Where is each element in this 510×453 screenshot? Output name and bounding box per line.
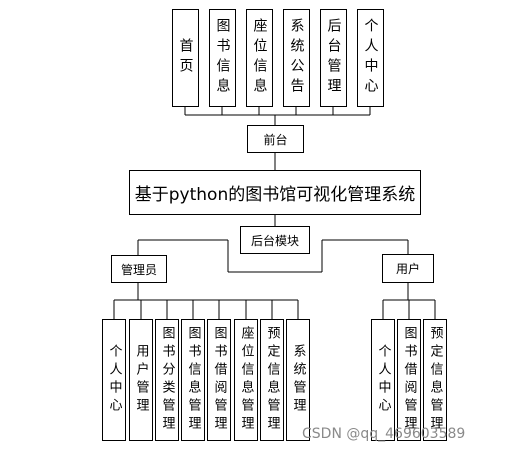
admin-module-category-mgmt: 图书分类管理 (155, 319, 179, 441)
user-module-reservation-mgmt: 预定信息管理 (423, 319, 447, 441)
top-module-admin: 后台管理 (320, 9, 347, 107)
user-module-borrow-mgmt: 图书借阅管理 (397, 319, 421, 441)
admin-module-system-mgmt: 系统管理 (286, 319, 310, 441)
top-module-seat-info: 座位信息 (246, 9, 273, 107)
top-module-profile: 个人中心 (357, 9, 384, 107)
backend-node: 后台模块 (240, 226, 310, 254)
admin-node: 管理员 (111, 255, 167, 283)
admin-module-reservation-mgmt: 预定信息管理 (260, 319, 284, 441)
user-module-profile: 个人中心 (371, 319, 395, 441)
admin-module-user-mgmt: 用户管理 (129, 319, 153, 441)
admin-module-book-info-mgmt: 图书信息管理 (181, 319, 205, 441)
top-module-book-info: 图书信息 (209, 9, 236, 107)
frontend-node: 前台 (247, 125, 304, 153)
user-node: 用户 (382, 254, 434, 283)
top-module-announcement: 系统公告 (283, 9, 310, 107)
admin-module-profile: 个人中心 (102, 319, 126, 441)
admin-module-borrow-mgmt: 图书借阅管理 (207, 319, 231, 441)
watermark: CSDN @qq_469603589 (302, 426, 466, 442)
admin-module-seat-mgmt: 座位信息管理 (234, 319, 258, 441)
system-title-node: 基于python的图书馆可视化管理系统 (129, 170, 421, 215)
top-module-home: 首页 (172, 9, 199, 107)
